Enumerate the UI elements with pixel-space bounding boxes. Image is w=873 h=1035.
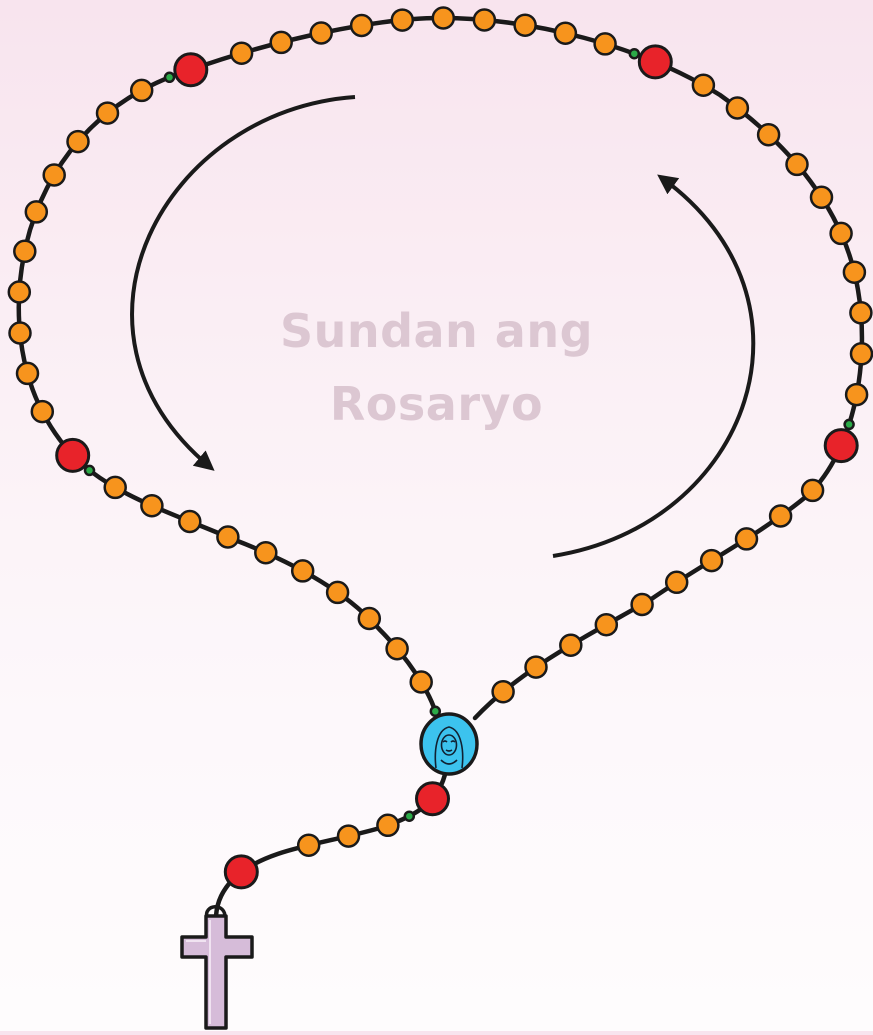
small-bead: [387, 638, 408, 659]
spacer-bead: [85, 466, 94, 475]
title-line-1: Sundan ang: [0, 304, 873, 358]
small-bead: [596, 614, 617, 635]
small-bead: [474, 10, 495, 31]
title-line-2: Rosaryo: [0, 377, 873, 431]
small-bead: [255, 542, 276, 563]
small-bead: [802, 480, 823, 501]
small-bead: [493, 681, 514, 702]
small-bead: [693, 75, 714, 96]
small-bead: [787, 154, 808, 175]
small-bead: [595, 33, 616, 54]
small-bead: [666, 572, 687, 593]
right-direction-arrow: [553, 178, 753, 556]
large-bead: [57, 439, 89, 471]
small-bead: [727, 98, 748, 119]
medal: [421, 714, 477, 774]
small-bead: [9, 282, 30, 303]
small-bead: [327, 582, 348, 603]
small-bead: [758, 124, 779, 145]
small-bead: [632, 594, 653, 615]
rosary-loop-chain: [19, 18, 862, 718]
small-bead: [526, 657, 547, 678]
small-bead: [377, 815, 398, 836]
small-bead: [770, 506, 791, 527]
small-bead: [179, 511, 200, 532]
small-bead: [555, 23, 576, 44]
small-bead: [26, 201, 47, 222]
small-bead: [811, 187, 832, 208]
large-bead: [639, 46, 671, 78]
small-bead: [298, 835, 319, 856]
spacer-bead: [630, 49, 639, 58]
small-bead: [844, 262, 865, 283]
small-bead: [411, 672, 432, 693]
small-bead: [433, 8, 454, 29]
rosary-chain: [19, 18, 862, 916]
small-bead: [44, 165, 65, 186]
small-bead: [231, 43, 252, 64]
rosary-pendant-chain: [216, 770, 446, 916]
small-bead: [14, 241, 35, 262]
small-bead: [271, 32, 292, 53]
spacer-bead: [405, 812, 414, 821]
small-bead: [392, 10, 413, 31]
small-bead: [736, 528, 757, 549]
spacer-bead: [165, 73, 174, 82]
small-bead: [338, 826, 359, 847]
small-bead: [217, 527, 238, 548]
small-bead: [560, 635, 581, 656]
small-bead: [68, 131, 89, 152]
small-bead: [359, 608, 380, 629]
small-bead: [131, 80, 152, 101]
large-bead: [825, 430, 857, 462]
small-bead: [141, 495, 162, 516]
large-bead: [417, 783, 449, 815]
small-bead: [292, 560, 313, 581]
small-bead: [311, 23, 332, 44]
small-bead: [105, 477, 126, 498]
large-bead: [175, 54, 207, 86]
small-bead: [515, 15, 536, 36]
small-bead: [701, 550, 722, 571]
crucifix-icon: [182, 907, 252, 1028]
small-bead: [97, 103, 118, 124]
small-bead: [351, 15, 372, 36]
large-bead: [225, 856, 257, 888]
small-bead: [831, 223, 852, 244]
